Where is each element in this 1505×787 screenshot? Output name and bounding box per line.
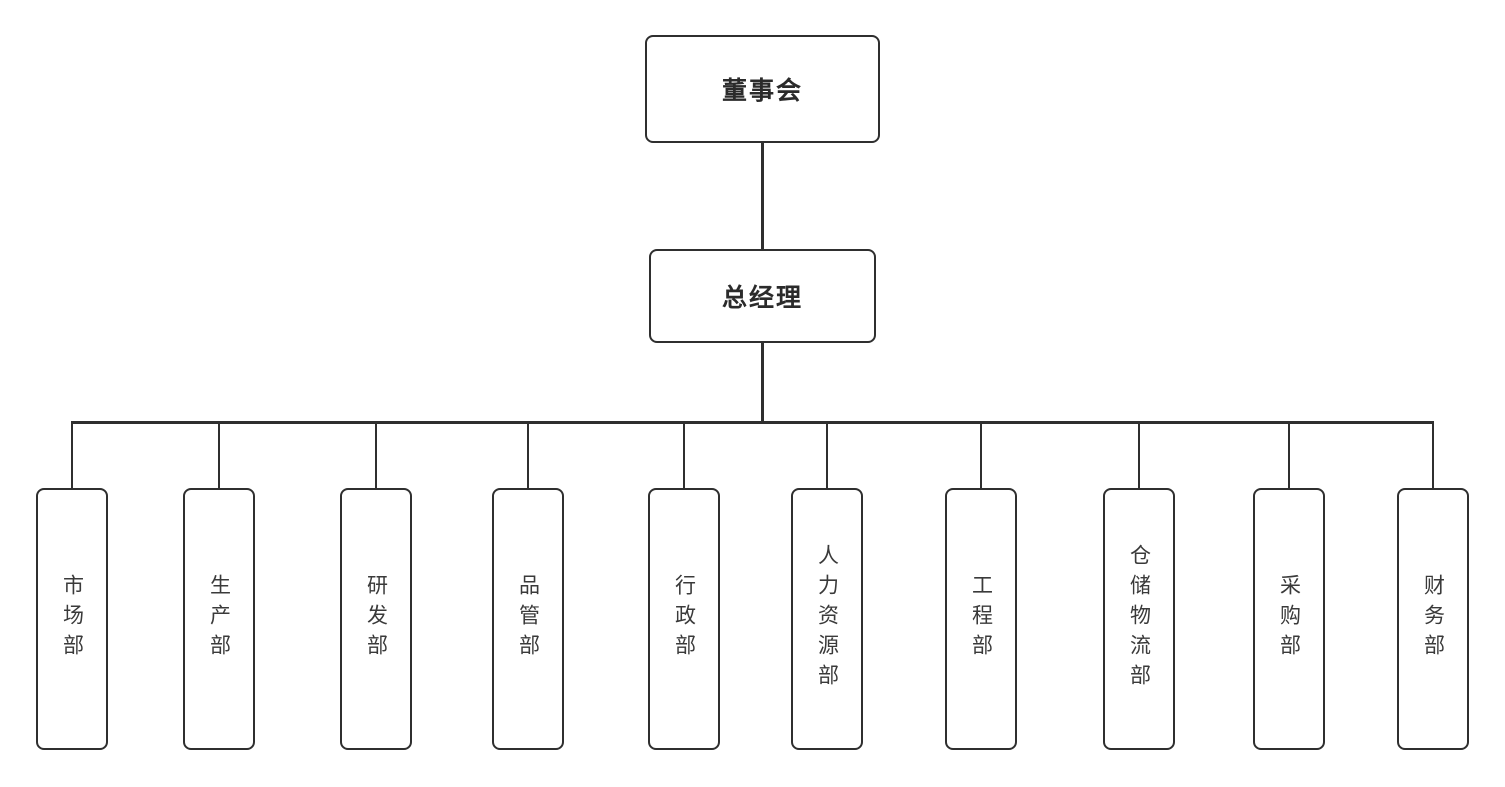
dept-node-admin[interactable]: 行政部 (648, 422, 720, 750)
connector-bus (71, 421, 1434, 424)
org-node-general-manager-label: 总经理 (721, 283, 803, 312)
dept-node-label: 财务部 (1421, 574, 1446, 664)
dept-node-label: 人力资源部 (815, 544, 840, 694)
dept-node-label: 生产部 (207, 574, 232, 664)
dept-node-label: 采购部 (1277, 574, 1302, 664)
dept-node-engineering[interactable]: 工程部 (945, 422, 1017, 750)
dept-node-finance[interactable]: 财务部 (1397, 422, 1469, 750)
dept-node-procurement[interactable]: 采购部 (1253, 422, 1325, 750)
dept-node-label: 工程部 (969, 574, 994, 664)
dept-node-marketing[interactable]: 市场部 (36, 422, 108, 750)
org-node-general-manager[interactable]: 总经理 (649, 249, 876, 343)
dept-node-hr[interactable]: 人力资源部 (791, 422, 863, 750)
dept-node-rnd[interactable]: 研发部 (340, 422, 412, 750)
dept-node-label: 仓储物流部 (1127, 544, 1152, 694)
dept-node-label: 研发部 (364, 574, 389, 664)
dept-node-production[interactable]: 生产部 (183, 422, 255, 750)
dept-node-label: 行政部 (672, 574, 697, 664)
dept-node-quality[interactable]: 品管部 (492, 422, 564, 750)
dept-node-label: 市场部 (60, 574, 85, 664)
org-node-board-label: 董事会 (721, 76, 803, 105)
connector-manager-bus (761, 343, 764, 422)
dept-node-label: 品管部 (516, 574, 541, 664)
org-node-board[interactable]: 董事会 (645, 35, 880, 143)
dept-node-warehouse-logistics[interactable]: 仓储物流部 (1103, 422, 1175, 750)
connector-board-manager (761, 143, 764, 249)
